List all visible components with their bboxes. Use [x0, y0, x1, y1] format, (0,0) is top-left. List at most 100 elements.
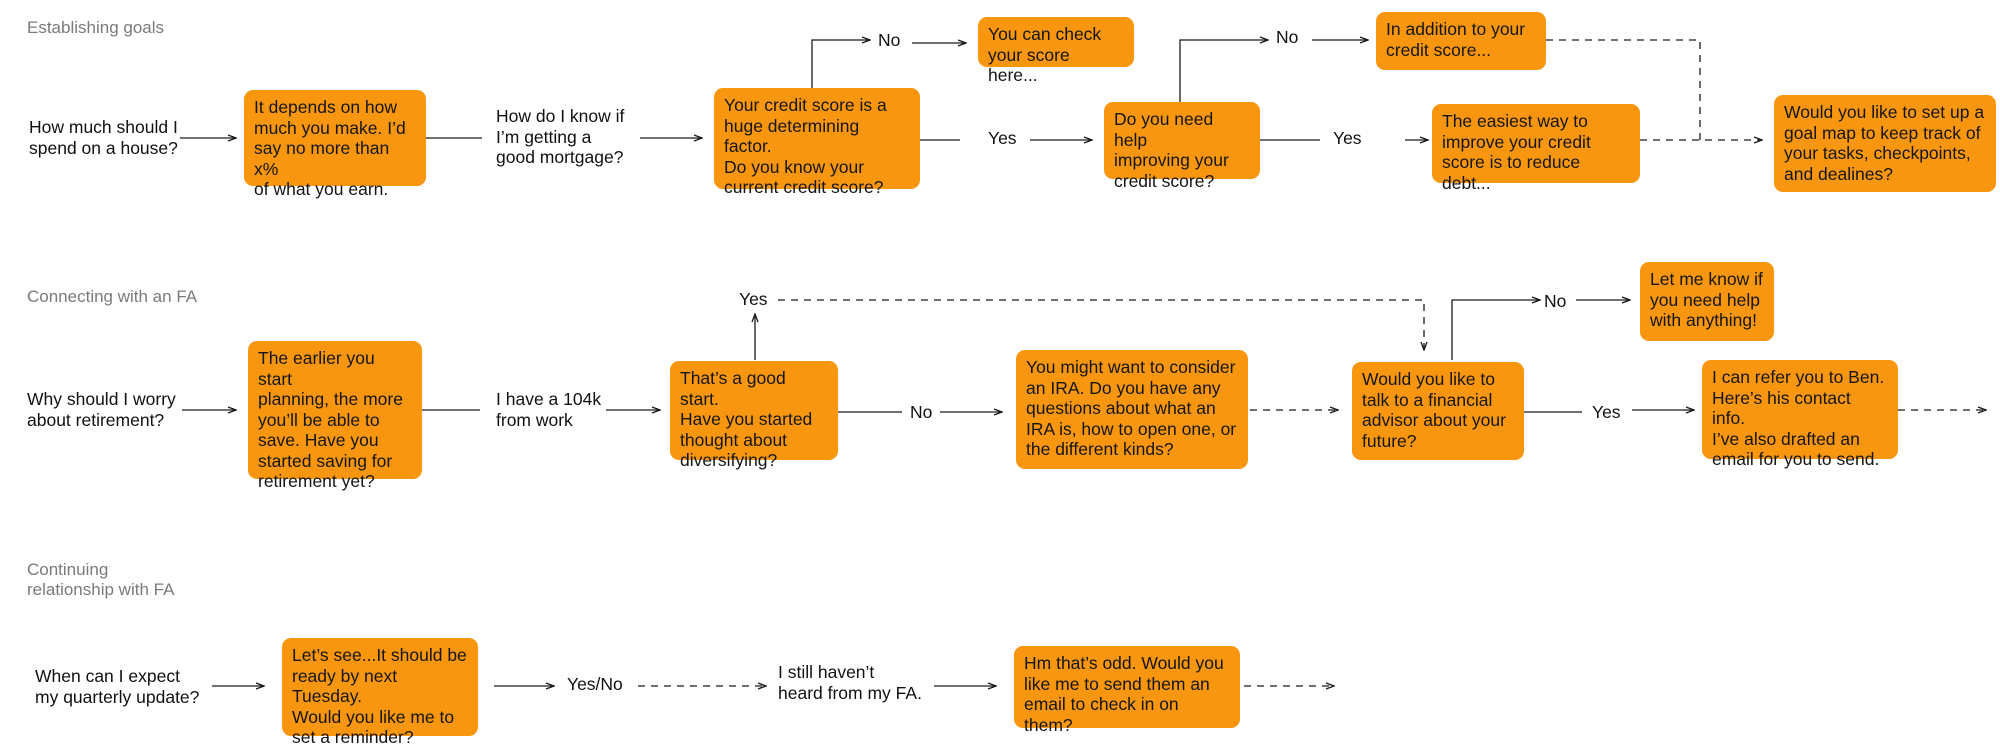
text-line: retirement yet?	[258, 471, 375, 491]
branch-label-yes-no: Yes/No	[567, 674, 623, 694]
text-line: of what you earn.	[254, 179, 389, 199]
branch-label-yes: Yes	[739, 289, 768, 309]
text-line: email for you to send.	[1712, 449, 1880, 469]
text-line: How much should I	[29, 117, 178, 137]
text-line: diversifying?	[680, 450, 778, 470]
section-label-continuing: Continuing relationship with FA	[27, 560, 174, 600]
arrow-fa-up-no	[1451, 300, 1540, 360]
text-line: huge determining factor.	[724, 115, 860, 157]
text-line: score is to reduce debt...	[1442, 152, 1581, 193]
branch-label-yes: Yes	[1592, 402, 1621, 422]
text-line: You can check	[988, 24, 1102, 44]
bot-reply-credit-score: Your credit score is a huge determining …	[714, 88, 920, 197]
text-line: talk to a financial	[1362, 389, 1493, 410]
text-line: Would you like to set up a	[1784, 102, 1985, 122]
text-line: save. Have you	[258, 430, 379, 450]
text-line: How do I know if	[496, 106, 625, 126]
text-line: Would you like me to	[292, 706, 455, 727]
text-line: current credit score?	[724, 177, 884, 197]
text-line: The earlier you start	[258, 348, 375, 389]
text-line: Have you started	[680, 409, 813, 429]
user-question-quarterly: When can I expect my quarterly update?	[35, 666, 199, 707]
text-line: credit score?	[1114, 170, 1215, 191]
text-line: Let’s see...It should be	[292, 645, 467, 665]
text-line: and dealines?	[1784, 163, 1893, 184]
text-line: It depends on how	[254, 97, 398, 117]
bot-reply-depends: It depends on how much you make. I’d say…	[244, 90, 426, 199]
text-line: Would you like to	[1362, 369, 1495, 389]
text-line: started saving for	[258, 450, 393, 471]
section-label-line: Continuing	[27, 560, 109, 579]
text-line: like me to send them an	[1024, 673, 1210, 694]
text-line: future?	[1362, 430, 1417, 451]
text-line: from work	[496, 409, 573, 430]
text-line: Do you know your	[724, 156, 865, 177]
text-line: thought about	[680, 429, 788, 450]
text-line: credit score...	[1386, 39, 1492, 60]
user-answer-not-heard: I still haven’t heard from my FA.	[778, 662, 922, 703]
text-line: the different kinds?	[1026, 439, 1174, 459]
bot-reply-consider-ira: You might want to consider an IRA. Do yo…	[1016, 350, 1248, 469]
text-line: IRA is, how to open one, or	[1026, 418, 1237, 439]
text-line: I’ve also drafted an	[1712, 428, 1860, 449]
text-line: my quarterly update?	[35, 686, 200, 707]
branch-label-no: No	[910, 402, 933, 422]
bot-reply-let-me-know: Let me know if you need help with anythi…	[1640, 262, 1774, 341]
text-line: The easiest way to	[1442, 111, 1588, 131]
text-line: I’m getting a	[496, 126, 592, 147]
text-line: your score here...	[988, 44, 1070, 86]
text-line: questions about what an	[1026, 398, 1216, 418]
text-line: In addition to your	[1386, 19, 1526, 39]
text-line: I can refer you to Ben.	[1712, 367, 1885, 387]
text-line: planning, the more	[258, 389, 403, 409]
text-line: goal map to keep track of	[1784, 122, 1981, 143]
text-line: you need help	[1650, 289, 1760, 310]
user-answer-104k: I have a 104k from work	[496, 389, 601, 430]
bot-reply-check-score: You can check your score here...	[978, 17, 1134, 85]
text-line: advisor about your	[1362, 410, 1506, 430]
user-question-retirement: Why should I worry about retirement?	[27, 389, 176, 430]
bot-reply-refer-ben: I can refer you to Ben. Here’s his conta…	[1702, 360, 1898, 469]
text-line: an IRA. Do you have any	[1026, 377, 1221, 398]
branch-label-yes: Yes	[1333, 128, 1362, 148]
text-line: I still haven’t	[778, 662, 875, 682]
text-line: Let me know if	[1650, 269, 1763, 289]
text-line: Here’s his contact info.	[1712, 387, 1851, 429]
bot-reply-talk-advisor: Would you like to talk to a financial ad…	[1352, 362, 1524, 460]
bot-reply-good-start: That’s a good start. Have you started th…	[670, 361, 838, 470]
branch-label-no: No	[1544, 291, 1567, 311]
text-line: spend on a house?	[29, 137, 178, 158]
arrow-help-up-no	[1179, 40, 1268, 102]
branch-label-yes: Yes	[988, 128, 1017, 148]
text-line: good mortgage?	[496, 147, 624, 167]
bot-reply-thats-odd: Hm that’s odd. Would you like me to send…	[1014, 646, 1240, 735]
text-line: your tasks, checkpoints,	[1784, 143, 1971, 163]
user-question-mortgage: How do I know if I’m getting a good mort…	[496, 106, 624, 168]
user-question-house: How much should I spend on a house?	[29, 117, 178, 158]
text-line: improving your	[1114, 150, 1229, 170]
text-line: set a reminder?	[292, 727, 414, 747]
text-line: about retirement?	[27, 409, 165, 430]
text-line: When can I expect	[35, 666, 180, 686]
section-label-establishing-goals: Establishing goals	[27, 18, 165, 37]
branch-label-no: No	[1276, 27, 1299, 47]
text-line: I have a 104k	[496, 389, 602, 409]
bot-reply-need-help: Do you need help improving your credit s…	[1104, 102, 1260, 191]
text-line: ready by next Tuesday.	[292, 665, 398, 707]
text-line: you’ll be able to	[258, 409, 380, 430]
text-line: Your credit score is a	[724, 95, 887, 115]
text-line: improve your credit	[1442, 131, 1591, 152]
bot-reply-in-addition: In addition to your credit score...	[1376, 12, 1546, 70]
text-line: You might want to consider	[1026, 357, 1236, 377]
text-line: Why should I worry	[27, 389, 176, 409]
text-line: That’s a good start.	[680, 368, 786, 409]
section-label-connecting-fa: Connecting with an FA	[27, 287, 198, 306]
text-line: heard from my FA.	[778, 682, 922, 703]
text-line: with anything!	[1650, 310, 1758, 330]
text-line: Hm that’s odd. Would you	[1024, 653, 1224, 673]
bot-reply-lets-see: Let’s see...It should be ready by next T…	[282, 638, 478, 747]
bot-reply-reduce-debt: The easiest way to improve your credit s…	[1432, 104, 1640, 193]
bot-reply-goal-map: Would you like to set up a goal map to k…	[1774, 95, 1996, 192]
